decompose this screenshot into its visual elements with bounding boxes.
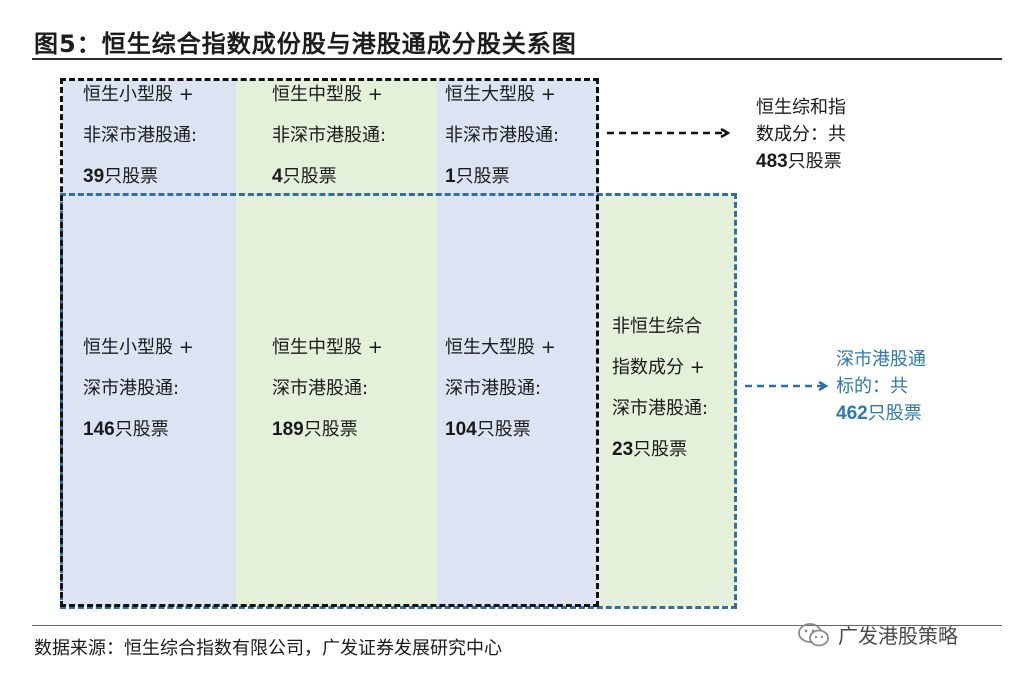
cell-line: 深市港股通: [612, 398, 709, 419]
cell-line: 非深市港股通: [445, 125, 560, 146]
column-mid-cap-bg [236, 80, 437, 606]
stock-unit: 只股票 [282, 166, 337, 187]
stock-unit: 只股票 [633, 439, 688, 460]
total-line: 恒生综和指 [756, 97, 846, 118]
stock-unit: 只股票 [303, 419, 358, 440]
total-unit: 只股票 [787, 151, 842, 172]
hs-composite-total: 恒生综和指 数成分：共 483只股票 [756, 94, 846, 175]
cell-line: 恒生大型股 + [445, 84, 556, 105]
stock-count: 39 [83, 166, 105, 187]
stock-unit: 只股票 [455, 166, 510, 187]
cell-mid-non-sz: 恒生中型股 + 非深市港股通: 4只股票 [272, 74, 386, 197]
cell-line: 非深市港股通: [272, 125, 387, 146]
cell-line: 非深市港股通: [83, 125, 198, 146]
cell-non-hs-sz: 非恒生综合 指数成分 + 深市港股通: 23只股票 [612, 306, 708, 470]
figure-title: 图5：恒生综合指数成份股与港股通成分股关系图 [34, 30, 577, 58]
cell-mid-sz: 恒生中型股 + 深市港股通: 189只股票 [272, 327, 383, 450]
stock-count: 189 [272, 419, 304, 440]
cell-line: 恒生中型股 + [272, 337, 383, 358]
cell-line: 恒生中型股 + [272, 84, 383, 105]
column-small-cap-bg [62, 80, 236, 606]
cell-line: 恒生小型股 + [83, 84, 194, 105]
stock-count: 146 [83, 419, 115, 440]
stock-unit: 只股票 [104, 166, 159, 187]
stock-unit: 只股票 [114, 419, 169, 440]
cell-line: 深市港股通: [272, 378, 369, 399]
title-divider [32, 58, 1002, 60]
szhk-connect-total: 深市港股通 标的：共 462只股票 [836, 346, 926, 427]
hs-composite-boundary [60, 78, 599, 607]
stock-count: 23 [612, 439, 634, 460]
stock-count: 4 [272, 166, 283, 187]
watermark-text: 广发港股策略 [838, 624, 958, 648]
total-line: 标的：共 [836, 376, 908, 397]
cell-line: 恒生大型股 + [445, 337, 556, 358]
source-divider [32, 625, 1002, 626]
wechat-icon [798, 622, 829, 646]
total-count: 483 [756, 151, 788, 172]
column-non-hs-bg [599, 196, 735, 606]
watermark: 广发港股策略 [796, 620, 958, 649]
stock-count: 104 [445, 419, 477, 440]
total-line: 数成分：共 [756, 124, 846, 145]
total-count: 462 [836, 403, 868, 424]
total-unit: 只股票 [867, 403, 922, 424]
cell-line: 非恒生综合 [612, 316, 702, 337]
column-large-cap-bg [437, 80, 598, 606]
cell-line: 恒生小型股 + [83, 337, 194, 358]
data-source: 数据来源：恒生综合指数有限公司，广发证券发展研究中心 [34, 638, 502, 659]
cell-large-non-sz: 恒生大型股 + 非深市港股通: 1只股票 [445, 74, 559, 197]
cell-line: 指数成分 + [612, 357, 705, 378]
total-line: 深市港股通 [836, 349, 926, 370]
cell-line: 深市港股通: [83, 378, 180, 399]
cell-small-sz: 恒生小型股 + 深市港股通: 146只股票 [83, 327, 194, 450]
cell-line: 深市港股通: [445, 378, 542, 399]
cell-large-sz: 恒生大型股 + 深市港股通: 104只股票 [445, 327, 556, 450]
cell-small-non-sz: 恒生小型股 + 非深市港股通: 39只股票 [83, 74, 197, 197]
stock-count: 1 [445, 166, 456, 187]
stock-unit: 只股票 [476, 419, 531, 440]
